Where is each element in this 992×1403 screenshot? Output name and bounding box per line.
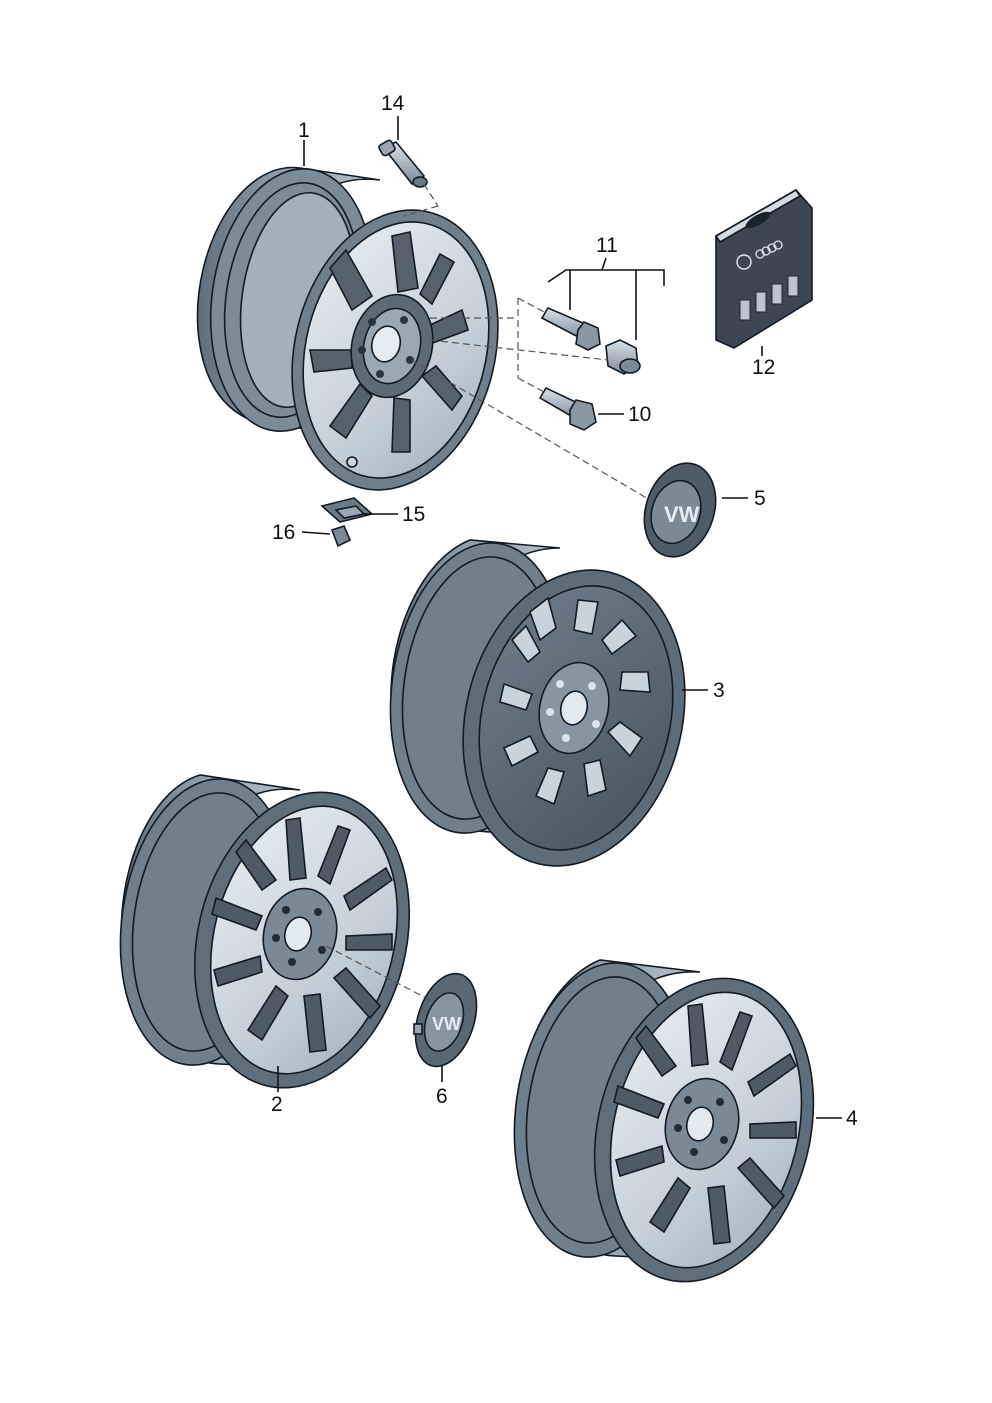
callout-14: 14 [381, 92, 405, 115]
callout-10: 10 [628, 403, 651, 426]
callout-2: 2 [271, 1093, 283, 1116]
leader-lines [277, 116, 842, 1119]
wheel-3 [389, 539, 686, 867]
center-cap-part-6: VW [413, 972, 478, 1068]
callout-4: 4 [846, 1107, 858, 1130]
weight-part-16 [330, 525, 352, 548]
callout-15: 15 [402, 503, 425, 526]
callout-3: 3 [713, 679, 725, 702]
clip-part-15 [320, 497, 374, 523]
vw-logo-icon: VW [664, 502, 700, 527]
callouts: 14 1 11 12 10 5 15 16 3 2 6 4 [271, 92, 858, 1130]
callout-6: 6 [436, 1085, 448, 1108]
rings-logo-icon [755, 240, 783, 259]
callout-11: 11 [596, 234, 618, 257]
wheel-4 [513, 959, 815, 1283]
nut-part-11b [605, 339, 641, 375]
callout-12: 12 [752, 356, 775, 379]
callout-16: 16 [272, 521, 295, 544]
bolt-part-10 [538, 386, 597, 431]
wheel-1 [196, 166, 499, 491]
wheel-2 [119, 774, 411, 1089]
lock-kit-part-12 [714, 188, 813, 349]
valve-part-14 [378, 139, 428, 188]
vw-logo-icon-small: VW [432, 1014, 461, 1034]
bolt-part-11a [540, 306, 601, 351]
callout-5: 5 [754, 487, 766, 510]
callout-1: 1 [298, 119, 310, 142]
hub-cap-part-5: VW [643, 462, 717, 558]
